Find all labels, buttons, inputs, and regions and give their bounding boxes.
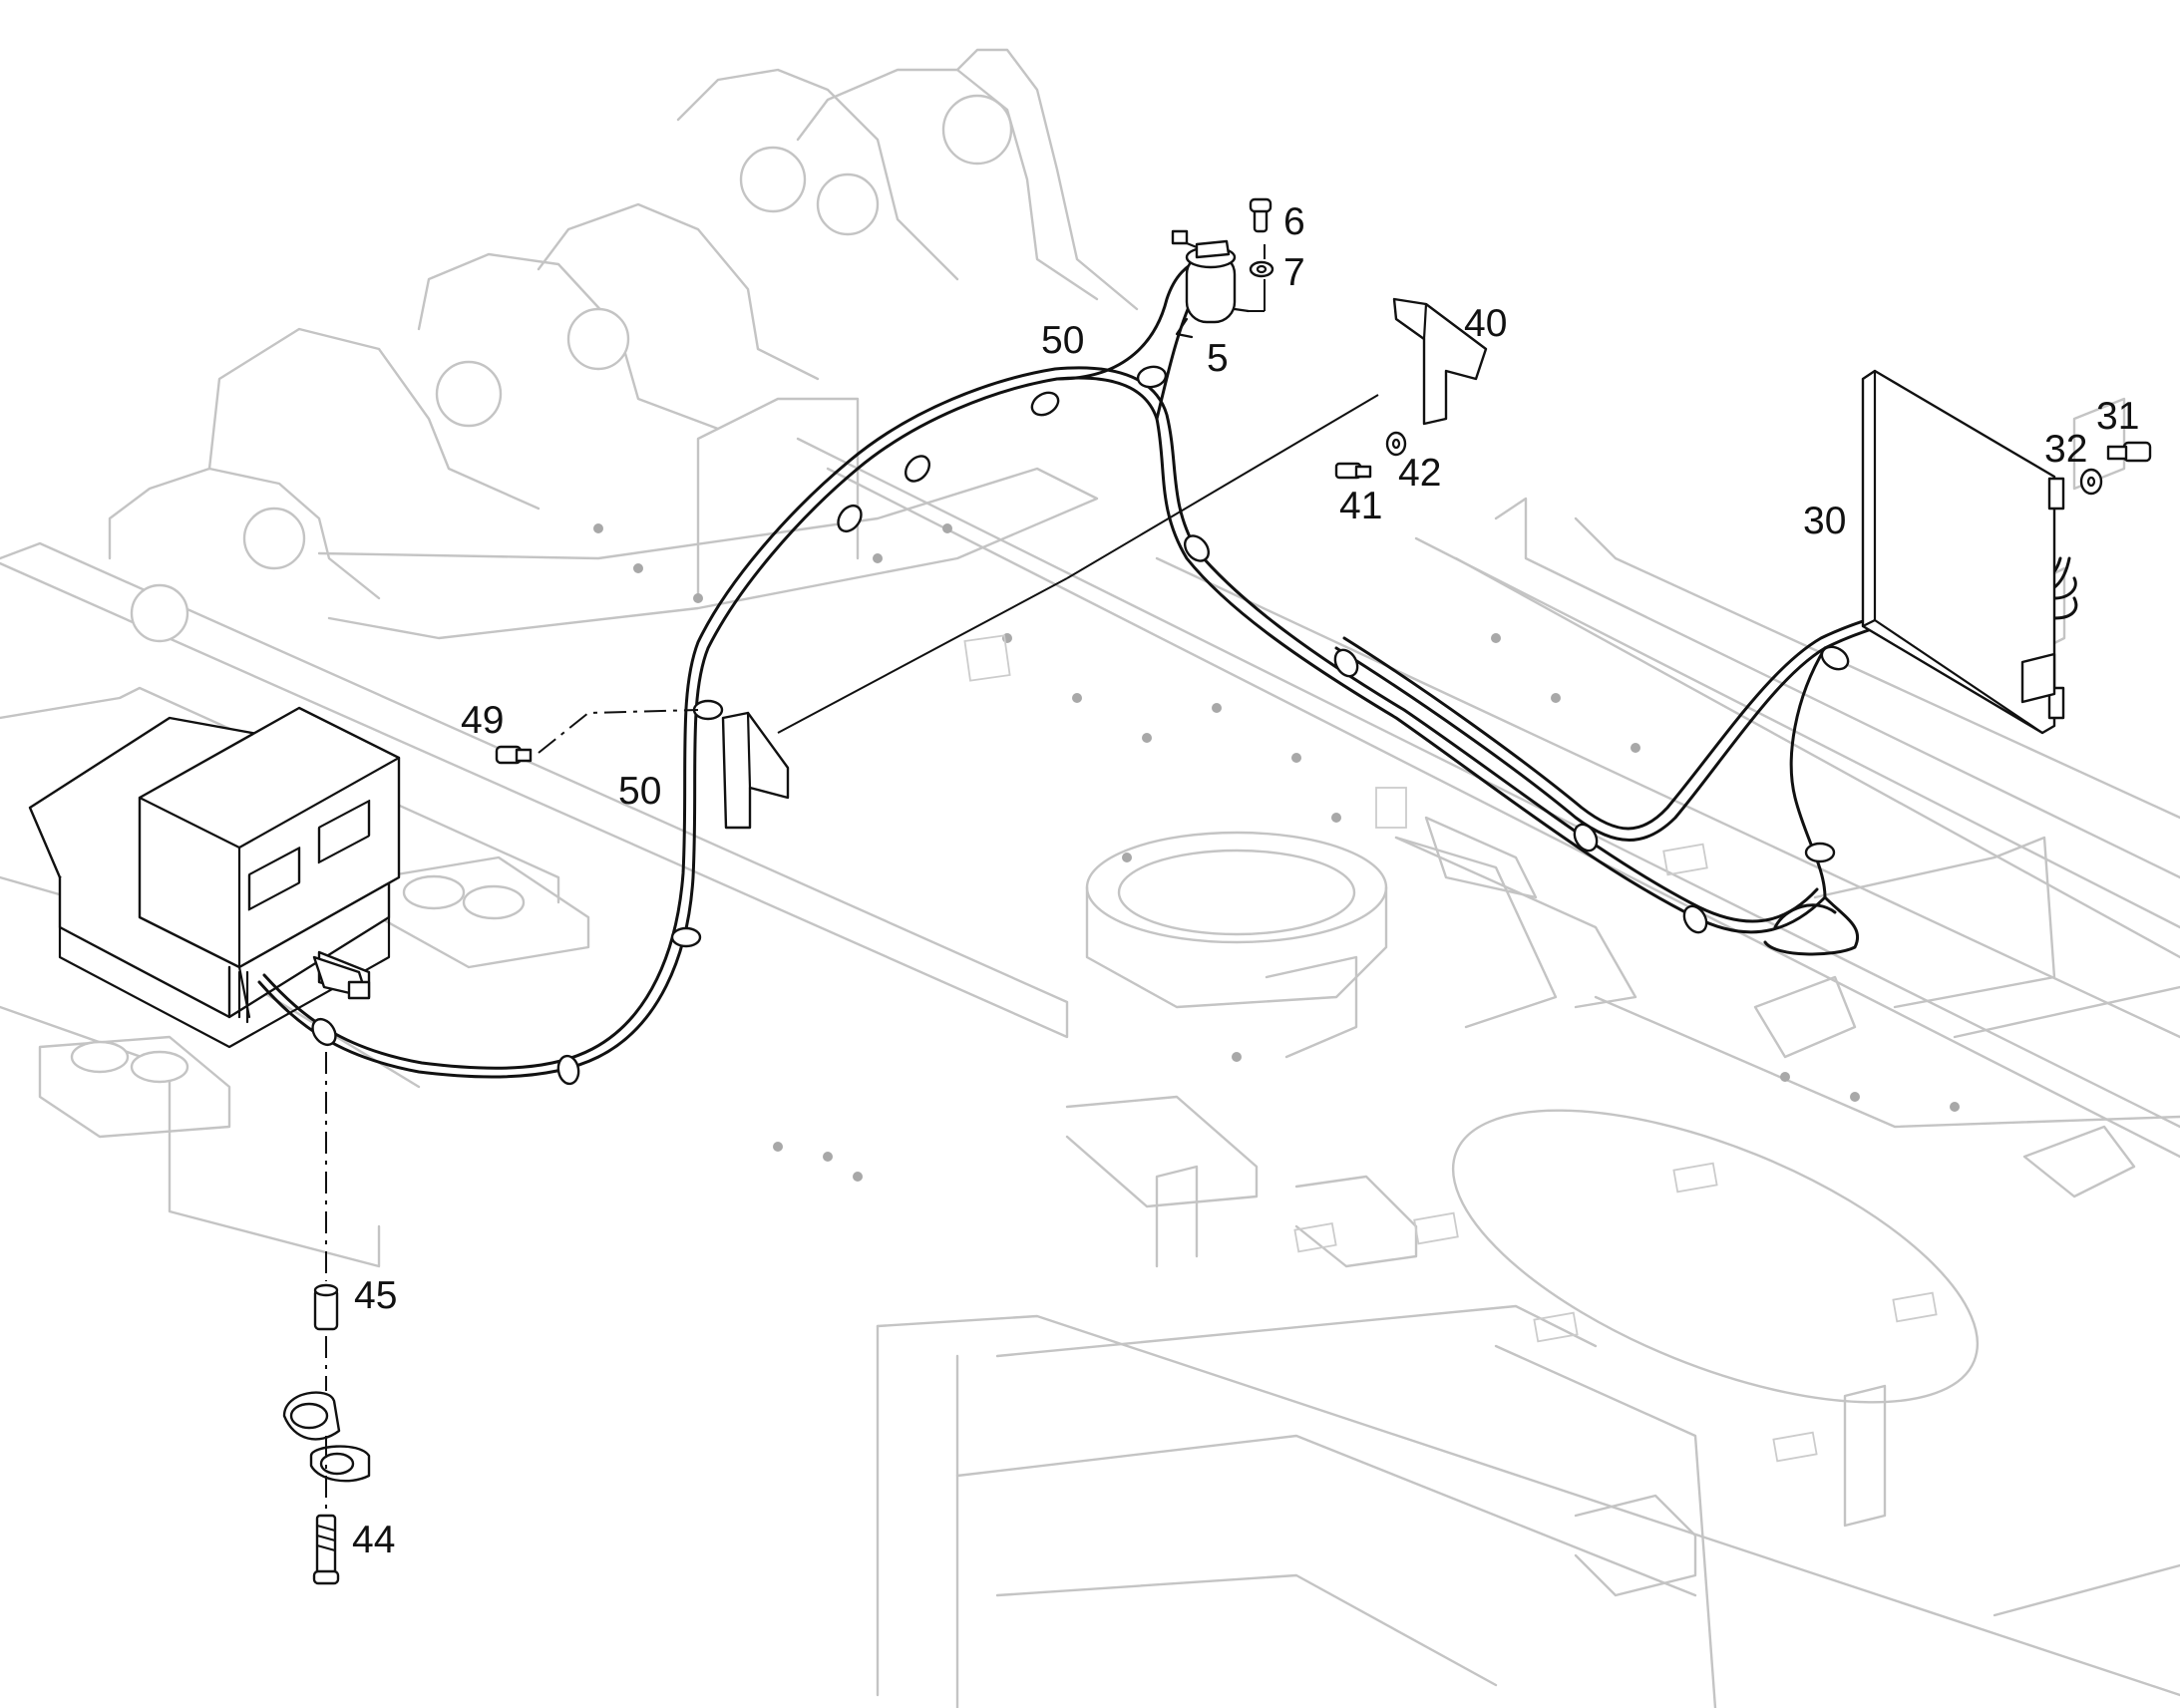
callout-45: 45 bbox=[354, 1274, 397, 1317]
callout-labels: 5 6 7 40 41 42 30 31 32 50 50 49 45 44 bbox=[352, 200, 2139, 1561]
callout-6: 6 bbox=[1283, 200, 1305, 243]
callout-42: 42 bbox=[1398, 452, 1441, 495]
callout-5: 5 bbox=[1207, 337, 1229, 380]
receiver-dryer[interactable] bbox=[1171, 229, 1251, 339]
bolt-31[interactable] bbox=[2106, 441, 2152, 463]
bolt-41[interactable] bbox=[1334, 462, 1372, 480]
leader-lines bbox=[325, 244, 1379, 1511]
spacer-45[interactable] bbox=[313, 1283, 339, 1331]
callout-50-top: 50 bbox=[1041, 319, 1084, 362]
washer-32[interactable] bbox=[2079, 468, 2103, 496]
callout-49: 49 bbox=[461, 699, 504, 742]
washer-42[interactable] bbox=[1385, 431, 1407, 457]
callout-32: 32 bbox=[2044, 428, 2087, 471]
condenser[interactable] bbox=[1861, 369, 2065, 735]
callout-44: 44 bbox=[352, 1519, 395, 1561]
callout-30: 30 bbox=[1803, 500, 1846, 542]
bolt-44[interactable] bbox=[312, 1514, 340, 1585]
callout-7: 7 bbox=[1283, 251, 1305, 294]
callout-40: 40 bbox=[1464, 302, 1507, 345]
callout-50-mid: 50 bbox=[618, 770, 661, 813]
ac-unit[interactable] bbox=[28, 706, 401, 1049]
callout-41: 41 bbox=[1339, 485, 1382, 527]
washer-7[interactable] bbox=[1249, 260, 1274, 278]
callout-31: 31 bbox=[2096, 395, 2139, 438]
expansion-valve[interactable] bbox=[312, 955, 371, 1000]
bolt-6[interactable] bbox=[1249, 197, 1272, 233]
machine-frame bbox=[0, 48, 2180, 1708]
hose-assembly[interactable] bbox=[257, 252, 2078, 1079]
hose-clamps[interactable] bbox=[308, 365, 1852, 1086]
bracket-40[interactable] bbox=[1392, 297, 1488, 426]
mounting-plate[interactable] bbox=[721, 711, 790, 830]
bolt-49[interactable] bbox=[495, 745, 533, 765]
